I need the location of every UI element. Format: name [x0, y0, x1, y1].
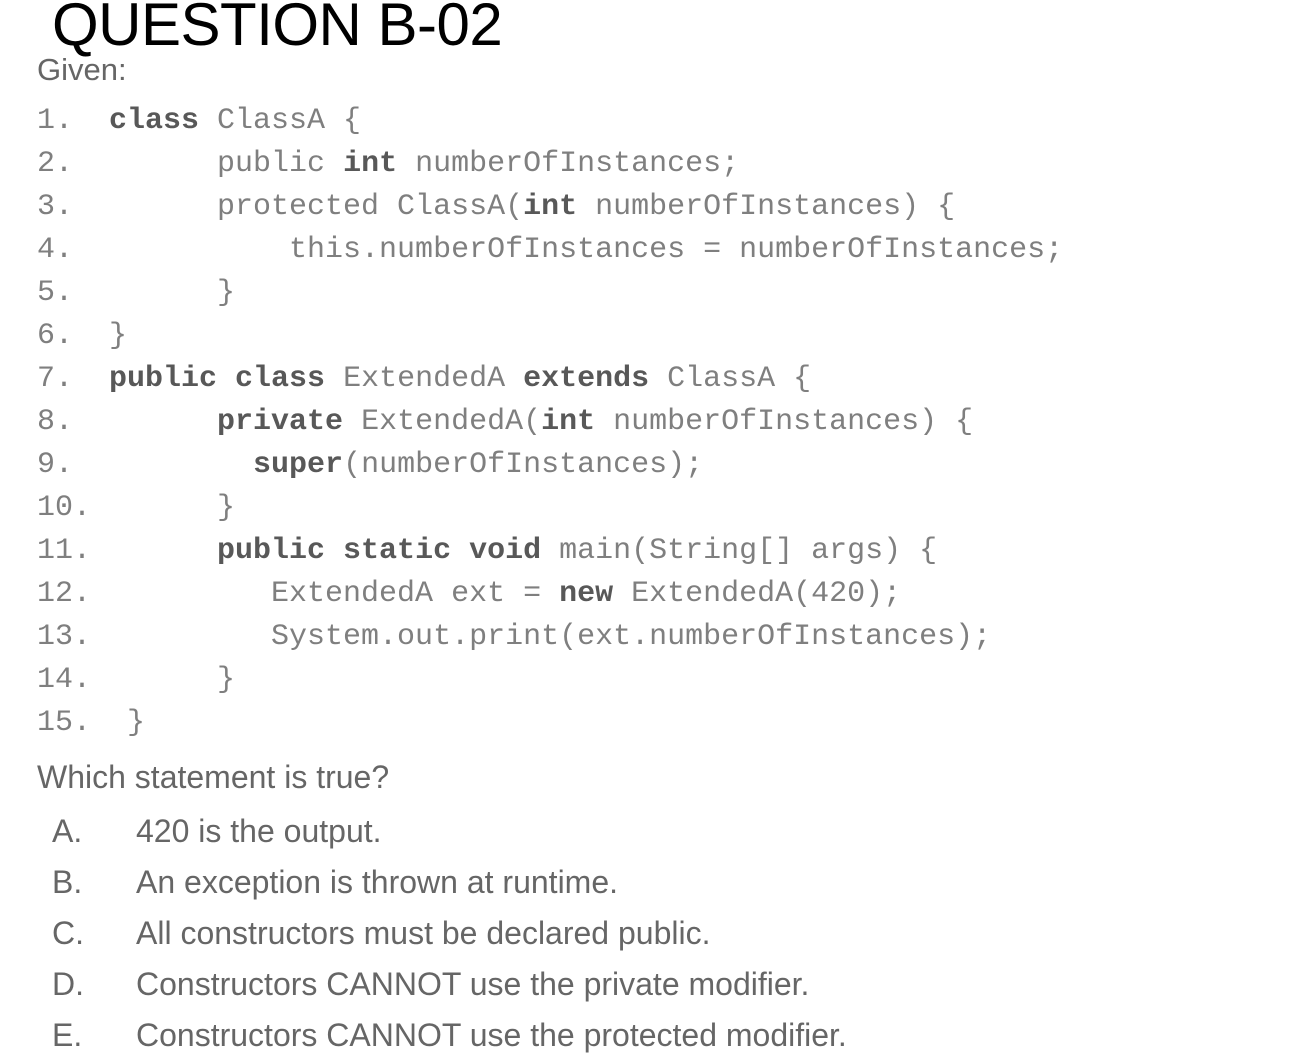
- given-label: Given:: [37, 52, 127, 87]
- code-line: 8. private ExtendedA(int numberOfInstanc…: [37, 405, 974, 439]
- option-letter: A.: [52, 813, 83, 849]
- code-line: 15. }: [37, 706, 146, 740]
- question-prompt: Which statement is true?: [37, 759, 390, 795]
- option-letter: E.: [52, 1017, 83, 1053]
- code-line: 3. protected ClassA(int numberOfInstance…: [37, 190, 956, 224]
- code-line: 2. public int numberOfInstances;: [37, 147, 740, 181]
- code-listing: 1. class ClassA { 2. public int numberOfI…: [37, 100, 1292, 745]
- option-letter: D.: [52, 966, 84, 1002]
- code-line: 9. super(numberOfInstances);: [37, 448, 704, 482]
- code-line: 14. }: [37, 663, 236, 697]
- code-line: 1. class ClassA {: [37, 104, 362, 138]
- code-line: 11. public static void main(String[] arg…: [37, 534, 938, 568]
- code-line: 6. }: [37, 319, 128, 353]
- option-text: An exception is thrown at runtime.: [136, 864, 619, 900]
- page-title: QUESTION B-02: [52, 0, 503, 58]
- answer-option-a[interactable]: A. 420 is the output.: [37, 806, 1277, 857]
- answer-option-c[interactable]: C. All constructors must be declared publ…: [37, 908, 1277, 959]
- code-line: 10. }: [37, 491, 236, 525]
- code-line: 12. ExtendedA ext = new ExtendedA(420);: [37, 577, 902, 611]
- code-line: 13. System.out.print(ext.numberOfInstanc…: [37, 620, 992, 654]
- answer-option-d[interactable]: D. Constructors CANNOT use the private mo…: [37, 959, 1277, 1010]
- option-text: 420 is the output.: [136, 813, 382, 849]
- option-letter: B.: [52, 864, 83, 900]
- answer-options-list: A. 420 is the output. B. An exception is th…: [37, 806, 1277, 1061]
- option-text: Constructors CANNOT use the private modi…: [136, 966, 810, 1002]
- answer-option-e[interactable]: E. Constructors CANNOT use the protected …: [37, 1010, 1277, 1061]
- option-text: All constructors must be declared public…: [136, 915, 711, 951]
- code-line: 4. this.numberOfInstances = numberOfInst…: [37, 233, 1064, 267]
- option-letter: C.: [52, 915, 84, 951]
- code-line: 5. }: [37, 276, 236, 310]
- answer-option-b[interactable]: B. An exception is thrown at runtime.: [37, 857, 1277, 908]
- option-text: Constructors CANNOT use the protected mo…: [136, 1017, 847, 1053]
- code-line: 7. public class ExtendedA extends ClassA…: [37, 362, 812, 396]
